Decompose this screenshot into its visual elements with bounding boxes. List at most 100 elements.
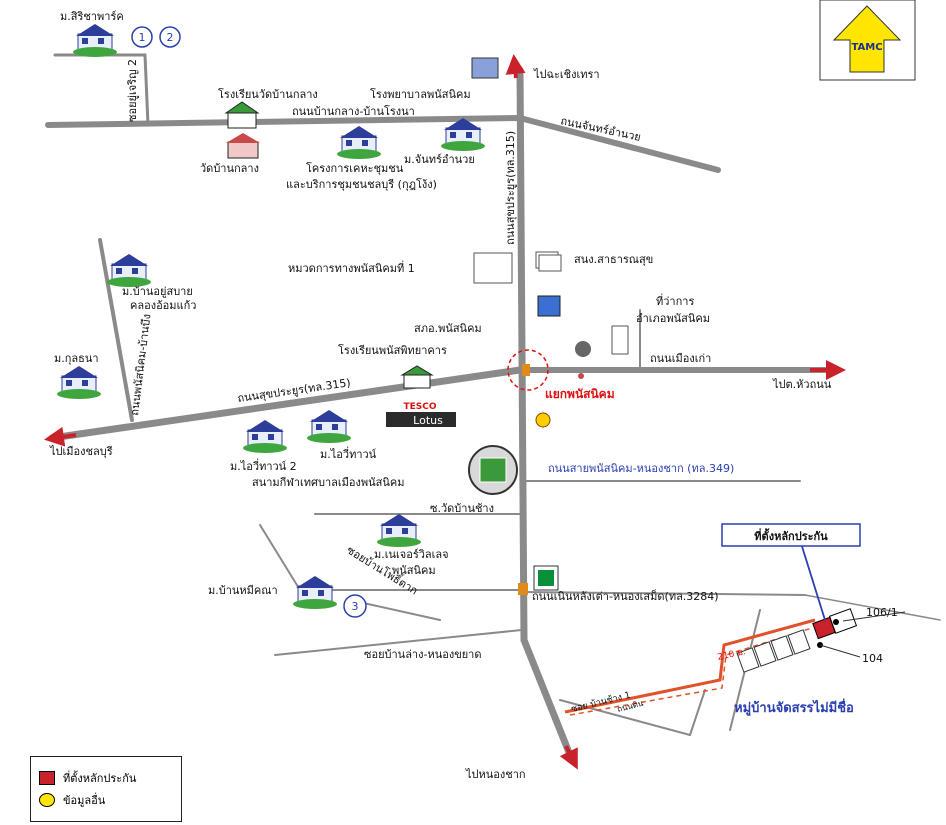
house-icon-nature	[376, 513, 422, 548]
road-banklang	[45, 115, 523, 128]
house-icon-yusabai	[106, 253, 152, 288]
district-office-icon	[611, 325, 629, 355]
label-num1: 1	[139, 31, 146, 44]
road-chan-amnuay	[517, 115, 721, 173]
label-stadium: สนามกีฬาเทศบาลเมืองพนัสนิคม	[252, 476, 405, 489]
arrow-up-icon	[505, 54, 526, 79]
stadium-icon	[468, 445, 518, 495]
direction-arrows	[44, 54, 846, 770]
label-num2: 2	[167, 31, 174, 44]
label-to-chonburi: ไปเมืองชลบุรี	[49, 445, 113, 458]
house-icon-ivy	[306, 409, 352, 444]
label-yusabai1: ม.บ้านอยู่สบาย	[122, 285, 193, 298]
label-soi-yucharoen: ซอยยู่เจริญ 2	[126, 59, 139, 122]
label-school-phittaya: โรงเรียนพนัสพิทยาคาร	[338, 343, 447, 357]
junction-circle	[507, 349, 549, 391]
label-highway-unit: หมวดการทางพนัสนิคมที่ 1	[288, 260, 415, 275]
traffic-light-icon	[522, 364, 530, 376]
label-num3: 3	[352, 600, 359, 613]
label-temple: วัดบ้านกลาง	[200, 162, 259, 175]
label-junction: แยกพนัสนิคม	[545, 387, 615, 401]
label-kunthana: ม.กุลธนา	[54, 352, 99, 365]
label-siratcha: ม.สิริชาพาร์ค	[60, 10, 124, 23]
arrow-down-icon	[559, 745, 578, 770]
label-plot-104: 104	[862, 652, 883, 665]
lot-blocks	[736, 629, 811, 673]
road-banbueng	[98, 238, 134, 422]
label-ivy: ม.ไอวี่ทาวน์	[320, 446, 377, 461]
label-tesco: TESCO	[403, 402, 436, 412]
road-to-nong-chak	[520, 636, 576, 764]
school-icon-phittaya	[400, 365, 434, 389]
label-road-vertical-left: ถนนพนัสนิคม-บ้านบึง	[128, 313, 153, 416]
arrow-left-icon	[44, 426, 77, 447]
circle-2-icon	[159, 26, 181, 48]
label-hospital: โรงพยาบาลพนัสนิคม	[370, 87, 471, 101]
lotus-logo-icon	[386, 412, 456, 427]
marker-title-box: ที่ตั้งหลักประกัน	[721, 523, 861, 547]
label-road-315-vertical: ถนนสุขประยูร(ทล.315)	[504, 131, 517, 245]
police-badge-icon	[537, 295, 561, 317]
house-icon-chan	[440, 117, 486, 152]
label-ivy2: ม.ไอวี่ทาวน์ 2	[230, 458, 297, 473]
badge-text: TAMC	[851, 42, 882, 53]
label-plot-106: 106/1	[866, 606, 898, 619]
label-muang-kao: ถนนเมืองเก่า	[650, 352, 711, 365]
label-road-349: ถนนสายพนัสนิคม-หนองชาก (ทล.349)	[548, 462, 734, 475]
road-soi-ban-chang	[559, 699, 691, 736]
circle-1-icon	[131, 26, 153, 48]
yellow-landmark-icon	[535, 412, 551, 428]
landmarks	[56, 23, 629, 618]
label-police: สภอ.พนัสนิคม	[414, 322, 482, 335]
house-icon-siratcha	[72, 23, 118, 58]
road-soi-ban-pho-a	[259, 524, 301, 591]
house-icon-kunthana	[56, 365, 102, 400]
road-banlang	[274, 629, 523, 656]
label-nature1: ม.เนเจอร์วิลเลจ	[374, 548, 449, 561]
legend: ที่ตั้งหลักประกัน ข้อมูลอื่น	[30, 756, 182, 822]
road-sub-a	[689, 689, 706, 736]
plot-106-leader	[842, 611, 906, 622]
circle-3-icon	[343, 594, 367, 618]
roads	[45, 53, 941, 764]
label-marker-title: ที่ตั้งหลักประกัน	[754, 528, 828, 543]
label-lotus: Lotus	[413, 414, 443, 427]
label-district-office1: ที่ว่าการ	[656, 293, 694, 308]
legend-row-other: ข้อมูลอื่น	[39, 791, 105, 809]
health-office-icon	[535, 251, 562, 272]
label-to-hua-thanon: ไปต.หัวถนน	[772, 378, 832, 391]
legend-label-other: ข้อมูลอื่น	[63, 794, 106, 807]
label-road-banklang: ถนนบ้านกลาง-บ้านโรงนา	[292, 104, 415, 118]
label-to-chachoengsao: ไปฉะเชิงเทรา	[533, 68, 600, 81]
marker-pointer-line	[799, 539, 826, 621]
subject-route	[564, 539, 906, 716]
house-icon-project	[336, 125, 382, 160]
road-315-horizontal	[48, 366, 524, 442]
road-315-vertical	[516, 66, 528, 644]
traffic-light-icon-2	[518, 583, 528, 595]
up-arrow-badge-icon	[832, 5, 902, 73]
tamc-badge: TAMC	[819, 0, 916, 81]
school-icon-wat	[224, 101, 260, 129]
plot-104-leader	[819, 644, 861, 658]
road-soi-yucharoen	[143, 53, 150, 127]
red-square-icon	[39, 771, 55, 785]
label-project-housing: โครงการเคหะชุมชน	[306, 161, 404, 175]
highway-unit-icon	[473, 252, 513, 284]
label-subdivision: หมู่บ้านจัดสรรไม่มีชื่อ	[734, 698, 854, 716]
hospital-icon	[471, 57, 499, 79]
police-station-icon	[575, 341, 591, 357]
house-icon-mi-khana	[292, 575, 338, 610]
label-road-3284: ถนนเนินหลังเต่า-หนองเสม็ด(ทล.3284)	[532, 589, 719, 603]
small-landmark-icon	[578, 373, 584, 379]
yellow-circle-icon	[39, 793, 55, 807]
route-line	[564, 618, 816, 714]
label-soi-banlang: ซอยบ้านล่าง-หนองขยาด	[364, 648, 482, 661]
label-school-wat: โรงเรียนวัดบ้านกลาง	[218, 87, 318, 101]
label-yusabai2: คลองอ้อมแก้ว	[130, 299, 196, 312]
legend-row-collateral: ที่ตั้งหลักประกัน	[39, 769, 136, 787]
label-soi-wat-ban-chang: ซ.วัดบ้านช้าง	[430, 502, 494, 515]
route-dashed	[569, 627, 813, 716]
label-mi-khana: ม.บ้านหมีคณา	[208, 584, 278, 597]
